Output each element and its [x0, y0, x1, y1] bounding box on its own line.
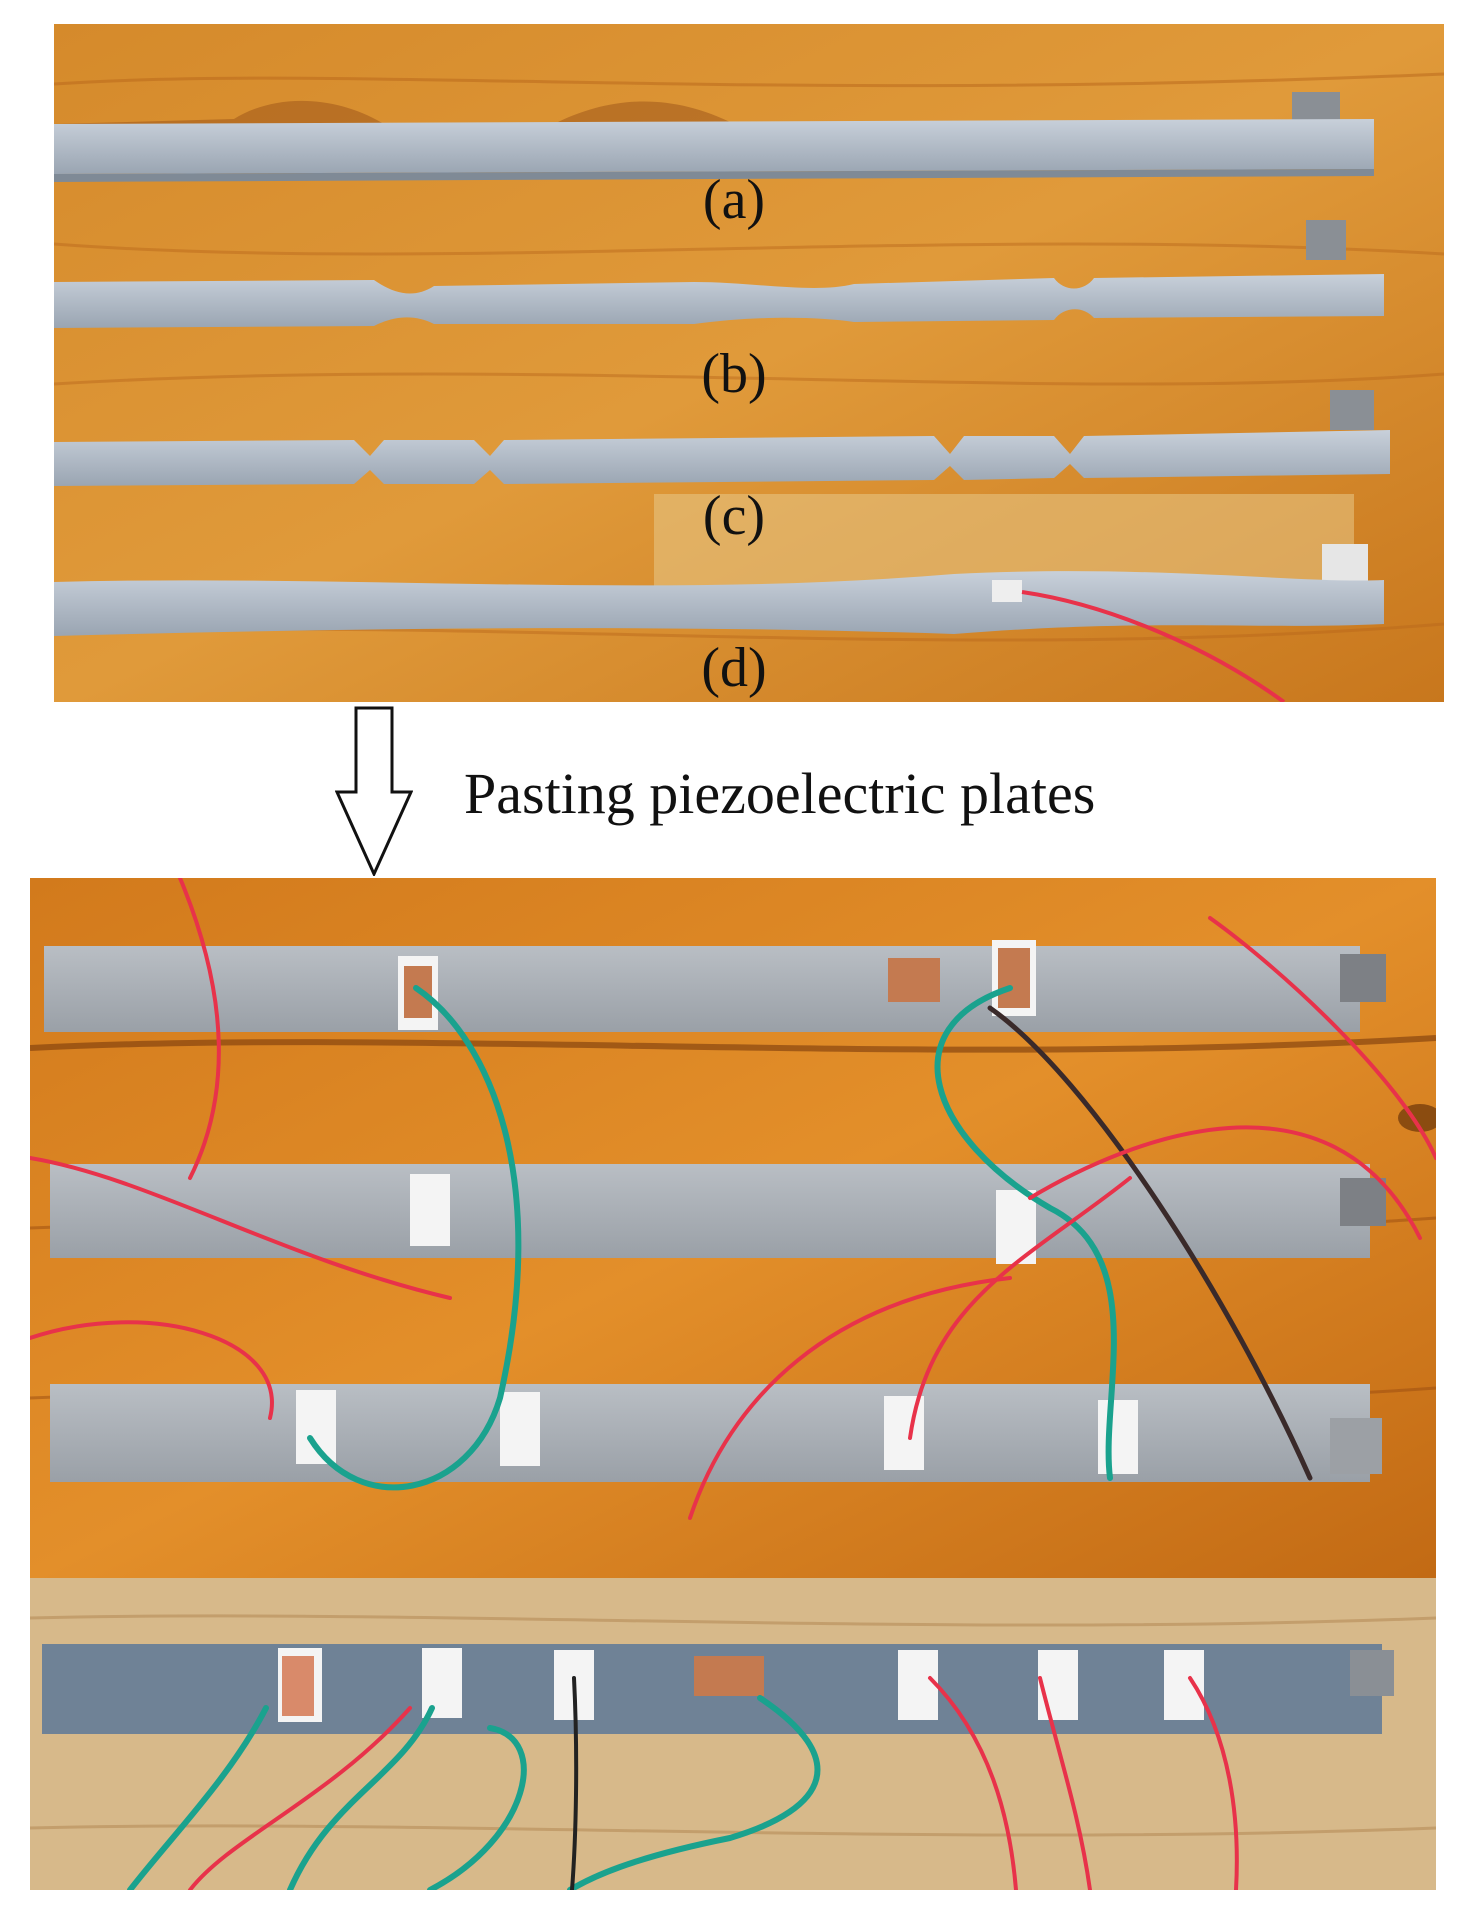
- label-a: (a): [702, 169, 766, 231]
- beam-b-end-block: [1306, 220, 1346, 260]
- wires-upper: [30, 878, 1436, 1520]
- beam-3-plate-4: [1098, 1400, 1138, 1474]
- bottom-photo-lower-image: [30, 1578, 1436, 1890]
- down-arrow-icon: [335, 706, 413, 876]
- beam-a: [54, 92, 1374, 182]
- beam-4-plate-4: [898, 1650, 938, 1720]
- label-b: (b): [701, 343, 767, 405]
- beam-4-plate-5: [1038, 1650, 1078, 1720]
- caption: Pasting piezoelectric plates: [464, 761, 1096, 826]
- beam-1: [44, 940, 1386, 1032]
- beam-d-end-block: [1322, 544, 1368, 584]
- beam-2-plate-1: [410, 1174, 450, 1246]
- label-d: (d): [701, 637, 767, 699]
- beam-d-wire: [1021, 590, 1286, 702]
- beam-3-plate-2: [500, 1392, 540, 1466]
- beam-4-end-block: [1350, 1650, 1394, 1696]
- beam-c: [54, 390, 1390, 486]
- top-photo-image: [54, 24, 1444, 702]
- beam-3-end-block: [1330, 1418, 1382, 1474]
- beam-4-plate-6: [1164, 1650, 1204, 1720]
- beam-d-plate: [992, 580, 1022, 602]
- top-photo: (a) (b) (c) (d): [54, 24, 1444, 702]
- beam-c-end-block: [1330, 390, 1374, 430]
- beam-4: [42, 1644, 1394, 1734]
- bottom-photo-upper: [30, 878, 1436, 1578]
- bottom-photo-upper-image: [30, 878, 1436, 1578]
- beam-1-end-block: [1340, 954, 1386, 1002]
- wires-lower: [127, 1676, 1239, 1890]
- beam-3: [50, 1384, 1382, 1482]
- beam-3-plate-1: [296, 1390, 336, 1464]
- beam-1-copper-tape: [888, 958, 940, 1002]
- beam-2-end-block: [1340, 1178, 1386, 1226]
- beam-4-copper-tape: [694, 1656, 764, 1696]
- beam-b: [54, 220, 1384, 328]
- beam-4-plate-2: [422, 1648, 462, 1718]
- beam-2: [50, 1164, 1386, 1264]
- bottom-photo-lower: [30, 1578, 1436, 1890]
- label-c: (c): [702, 485, 766, 547]
- beam-d: [54, 544, 1384, 702]
